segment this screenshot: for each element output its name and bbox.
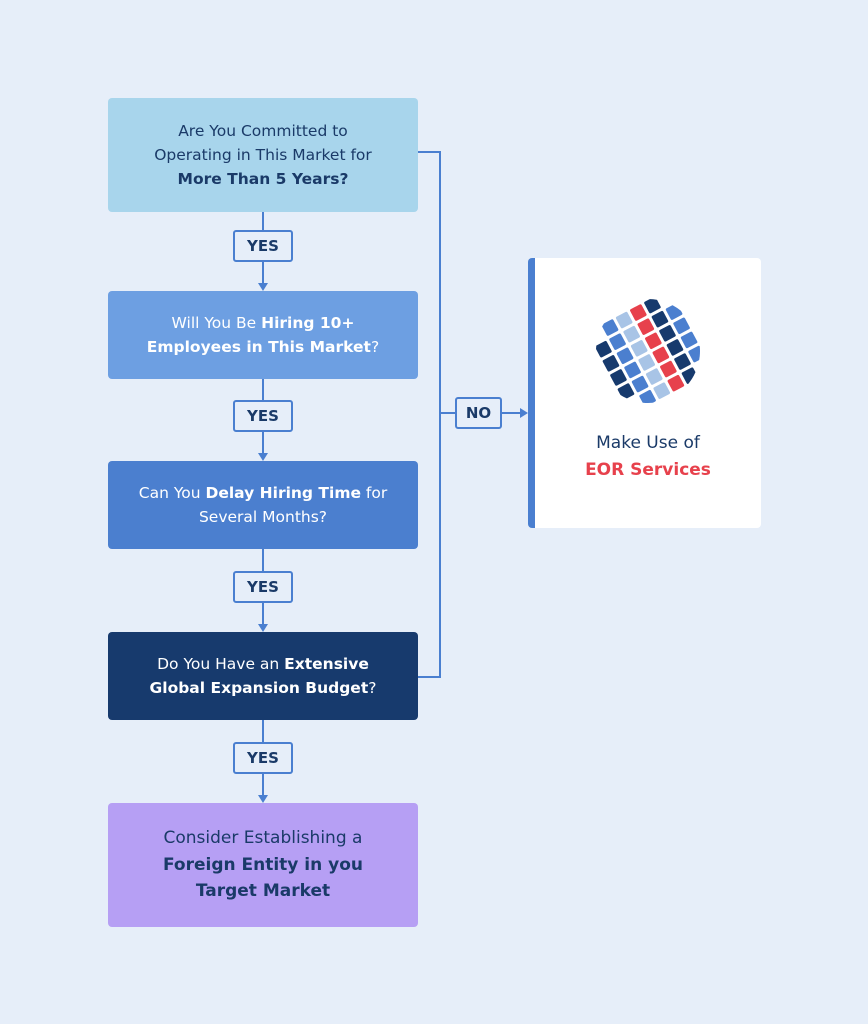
question-text: for	[360, 483, 388, 502]
globe-tile	[651, 310, 669, 328]
globe-tile	[630, 340, 648, 357]
yes-label: YES	[233, 400, 293, 432]
eor-card: Make Use of EOR Services	[528, 258, 761, 528]
globe-tile	[674, 353, 691, 370]
question-text: ?	[370, 338, 380, 356]
connector-line	[418, 676, 441, 678]
globe-tile	[624, 361, 641, 379]
result-text: Consider Establishing a	[163, 828, 363, 849]
question-hiring: Will You Be Hiring 10+ Employees in This…	[108, 291, 418, 379]
arrow-down-icon	[258, 795, 268, 803]
globe-tile	[680, 331, 698, 349]
arrow-down-icon	[258, 453, 268, 461]
globe-tile	[645, 332, 662, 350]
globe-tile	[595, 340, 612, 358]
question-text: Operating in This Market for	[154, 145, 372, 164]
globe-tile	[688, 345, 703, 363]
question-emphasis: Delay Hiring Time	[205, 483, 361, 502]
result-emphasis: Foreign Entity in you	[162, 854, 364, 875]
globe-tile	[630, 304, 647, 321]
arrow-down-icon	[258, 624, 268, 632]
globe-tile	[631, 375, 649, 393]
question-text: Are You Committed to	[178, 121, 348, 140]
globe-tile	[660, 360, 677, 378]
question-delay: Can You Delay Hiring Time for Several Mo…	[108, 461, 418, 549]
question-commitment: Are You Committed to Operating in This M…	[108, 98, 418, 212]
globe-tile	[617, 383, 635, 400]
question-emphasis: Global Expansion Budget	[149, 679, 369, 697]
globe-tile	[673, 317, 690, 335]
eor-text: Make Use of	[596, 433, 700, 453]
globe-tile	[623, 325, 640, 343]
question-emphasis: More Than 5 Years?	[177, 170, 349, 188]
globe-tile	[667, 374, 685, 392]
question-text: Will You Be	[171, 313, 262, 332]
eor-highlight: EOR Services	[585, 460, 711, 481]
connector-line	[418, 151, 441, 153]
globe-tile	[666, 339, 684, 356]
globe-tile	[653, 382, 671, 399]
globe-tile	[637, 318, 655, 335]
globe-tile	[681, 367, 699, 384]
globe-tile	[638, 354, 655, 371]
result-foreign-entity: Consider Establishing a Foreign Entity i…	[108, 803, 418, 927]
no-label: NO	[455, 397, 502, 429]
yes-label: YES	[233, 571, 293, 603]
question-text: ?	[368, 679, 377, 697]
globe-tile	[665, 303, 683, 320]
question-text: Several Months?	[198, 508, 328, 526]
globe-tile	[652, 346, 670, 364]
connector-line	[439, 151, 441, 678]
globe-tile	[615, 311, 633, 329]
globe-icon	[595, 296, 703, 406]
arrow-right-icon	[520, 408, 528, 418]
arrow-down-icon	[258, 283, 268, 291]
globe-tile	[610, 369, 627, 386]
globe-tile	[639, 389, 656, 406]
question-text: Can You	[138, 483, 206, 502]
question-budget: Do You Have an Extensive Global Expansio…	[108, 632, 418, 720]
question-emphasis: Employees in This Market	[146, 338, 371, 356]
globe-tile	[602, 355, 620, 372]
globe-tile	[616, 347, 634, 365]
globe-tile	[609, 333, 626, 350]
yes-label: YES	[233, 230, 293, 262]
yes-label: YES	[233, 742, 293, 774]
globe-tile	[644, 296, 661, 314]
globe-tile	[659, 325, 676, 342]
result-emphasis: Target Market	[195, 881, 331, 902]
question-emphasis: Extensive	[284, 654, 369, 673]
globe-tile	[601, 319, 619, 336]
question-emphasis: Hiring 10+	[261, 313, 355, 332]
globe-tile	[645, 368, 663, 385]
question-text: Do You Have an	[157, 654, 285, 673]
